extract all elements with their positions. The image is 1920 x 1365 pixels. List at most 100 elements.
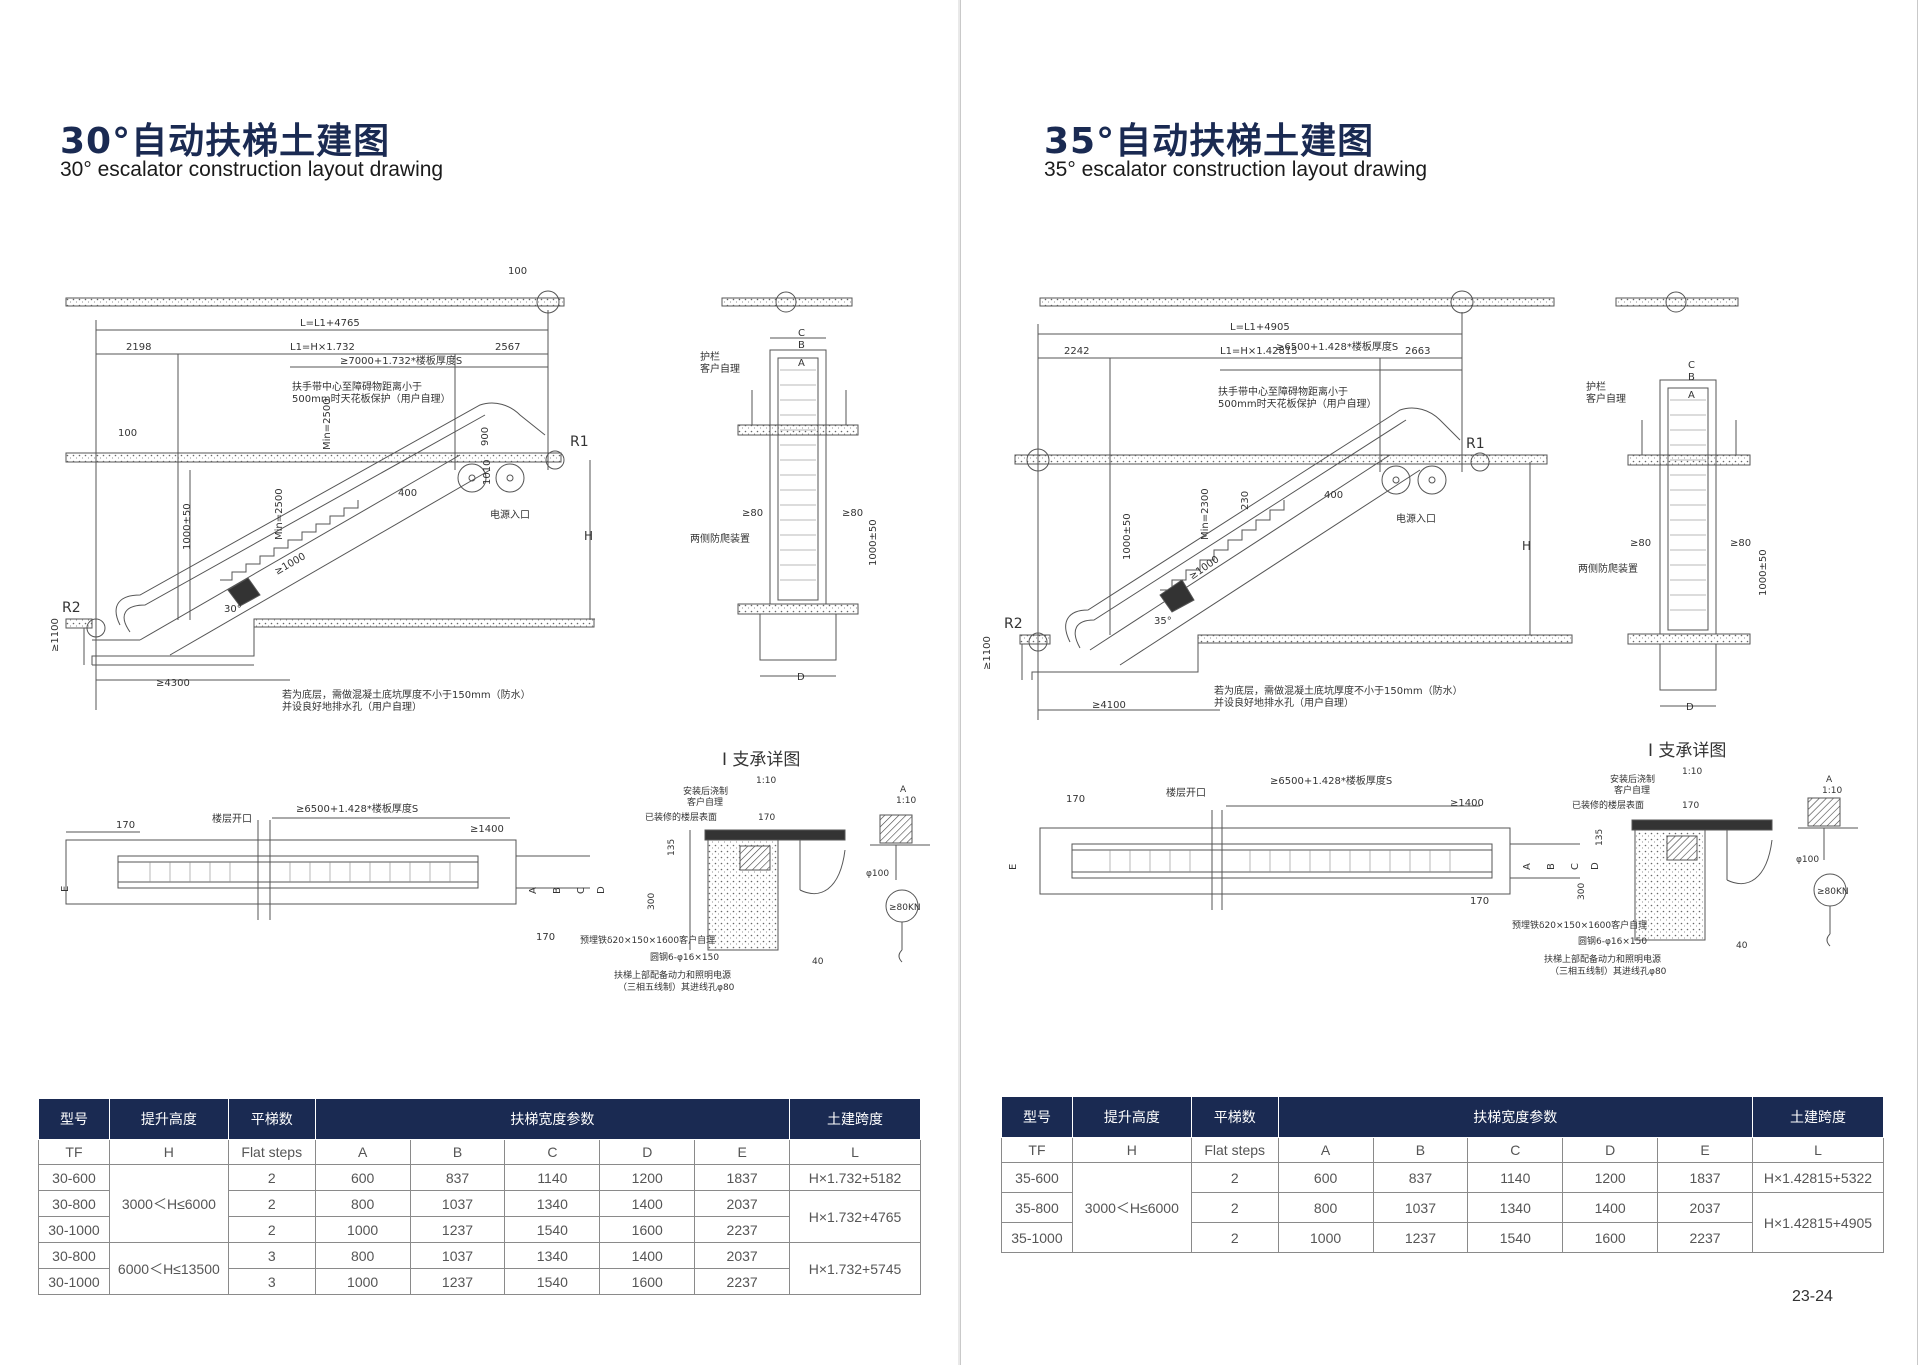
right-detailA-scale: 1:10	[1822, 786, 1842, 796]
left-cell-c: 1340	[504, 1242, 601, 1269]
left-cell-rise-group-1: 3000＜H≤6000	[108, 1164, 229, 1243]
right-sec-ge80a: ≥80	[1630, 538, 1651, 549]
right-support-power-2: （三相五线制）其进线孔φ80	[1550, 965, 1667, 977]
right-drawing: L=L1+4905 2242 L1=H×1.42815 2663 ≥6500+1…	[982, 290, 1858, 977]
left-title-en: 30° escalator construction layout drawin…	[60, 158, 444, 181]
right-sec-C: C	[1688, 360, 1695, 371]
left-cell-span-2: H×1.732+4765	[789, 1190, 921, 1243]
right-title-cn: 35°自动扶梯土建图	[1044, 121, 1375, 162]
left-th-model: 型号	[38, 1098, 110, 1140]
left-cell-d: 1600	[599, 1216, 696, 1243]
left-cell-c: 1540	[504, 1268, 601, 1295]
left-cell-d: 1400	[599, 1242, 696, 1269]
right-sec-B: B	[1688, 372, 1695, 383]
table-row: 30-800 6000＜H≤13500 3 800 1037 1340 1400…	[38, 1242, 921, 1295]
left-cell-c: 1540	[504, 1216, 601, 1243]
left-support-power-1: 扶梯上部配备动力和照明电源	[614, 969, 731, 981]
right-detailA-phi100: φ100	[1796, 855, 1819, 865]
table-row: 35-800 2 800 1037 1340 1400 2037 H×1.428…	[1001, 1192, 1885, 1253]
left-cell-a: 1000	[314, 1268, 411, 1295]
table-row: 35-1000 2 1000 1237 1540 1600 2237	[1001, 1222, 1884, 1253]
left-support-steel: 圆钢6-φ16×150	[650, 951, 719, 963]
right-th-width-params: 扶梯宽度参数	[1277, 1096, 1753, 1138]
right-dim-230: 230	[1240, 491, 1251, 510]
right-cell-rise-group-1: 3000＜H≤6000	[1071, 1162, 1192, 1253]
right-cell-model: 35-1000	[1001, 1222, 1073, 1253]
left-support-scale: 1:10	[756, 776, 776, 786]
left-label-power: 电源入口	[490, 508, 530, 521]
right-cell-span-2: H×1.42815+4905	[1751, 1192, 1885, 1253]
right-support-install2: 客户自理	[1614, 784, 1650, 796]
left-sec-guard2: 客户自理	[700, 362, 740, 375]
left-drawing: 100 L=L1+4765 2198 L1=H×1.732 2567 ≥7000…	[50, 266, 930, 993]
left-sub-d: D	[599, 1139, 696, 1165]
left-th-span: 土建跨度	[789, 1098, 921, 1140]
right-plan-D: D	[1590, 862, 1601, 870]
left-plan-E: E	[60, 886, 71, 892]
right-sec-ge80b: ≥80	[1730, 538, 1751, 549]
left-cell-d: 1200	[599, 1164, 696, 1191]
right-sub-d: D	[1562, 1137, 1659, 1163]
right-cell-b: 1037	[1372, 1192, 1469, 1223]
left-sec-A: A	[798, 358, 805, 369]
left-dim-2198: 2198	[126, 342, 151, 353]
left-sub-h: H	[108, 1139, 229, 1165]
left-support-300: 300	[647, 893, 657, 910]
left-sub-flat: Flat steps	[227, 1139, 316, 1165]
left-th-rise: 提升高度	[108, 1098, 229, 1140]
left-plan-C: C	[576, 887, 587, 894]
right-sec-A: A	[1688, 390, 1695, 401]
left-sec-C: C	[798, 328, 805, 339]
left-cell-b: 1037	[409, 1190, 506, 1217]
left-dim-1010: 1010	[482, 460, 493, 485]
left-plan-170: 170	[116, 820, 135, 831]
page-number: 23-24	[1792, 1288, 1833, 1305]
left-sub-b: B	[409, 1139, 506, 1165]
right-cell-b: 837	[1372, 1162, 1469, 1193]
left-dim-400: 400	[398, 488, 417, 499]
right-support-title: I 支承详图	[1648, 741, 1726, 761]
left-sec-guard: 护栏	[700, 350, 720, 363]
left-sub-c: C	[504, 1139, 601, 1165]
left-cell-b: 1037	[409, 1242, 506, 1269]
right-detailA-label: A	[1826, 775, 1833, 785]
right-cell-flat: 2	[1190, 1222, 1279, 1253]
left-cell-e: 2237	[694, 1216, 791, 1243]
left-th-width-params: 扶梯宽度参数	[314, 1098, 791, 1140]
left-dim-H: H	[584, 529, 593, 543]
left-sub-tf: TF	[38, 1139, 110, 1165]
spread-gutter	[958, 0, 960, 1365]
right-sub-c: C	[1467, 1137, 1564, 1163]
left-cell-model: 30-800	[38, 1242, 110, 1269]
left-cell-flat: 2	[227, 1216, 316, 1243]
left-cell-span-1: H×1.732+5182	[789, 1164, 921, 1191]
left-support-finished: 已装修的楼层表面	[645, 811, 717, 823]
left-cell-d: 1600	[599, 1268, 696, 1295]
left-dim-900: 900	[480, 427, 491, 446]
right-support-power-1: 扶梯上部配备动力和照明电源	[1544, 953, 1661, 965]
right-cell-a: 600	[1277, 1162, 1374, 1193]
left-spec-table: 型号 提升高度 平梯数 扶梯宽度参数 土建跨度 TF H Flat steps …	[38, 1098, 921, 1295]
right-dim-L1: L1=H×1.42815	[1220, 346, 1298, 357]
right-th-model: 型号	[1001, 1096, 1073, 1138]
left-note-handrail-1: 扶手带中心至障碍物距离小于	[292, 380, 422, 393]
right-dim-2663: 2663	[1405, 346, 1430, 357]
right-plan-170b: 170	[1470, 896, 1489, 907]
right-pit-note-2: 并设良好地排水孔（用户自理）	[1214, 696, 1354, 709]
right-cell-a: 1000	[1277, 1222, 1374, 1253]
left-support-embed: 预埋铁δ20×150×1600客户自理	[580, 934, 715, 946]
right-sec-guard2: 客户自理	[1586, 392, 1626, 405]
right-note-handrail-2: 500mm时天花板保护（用户自理）	[1218, 397, 1377, 410]
left-dim-4300: ≥4300	[156, 678, 190, 689]
right-sub-a: A	[1277, 1137, 1374, 1163]
left-cell-b: 1237	[409, 1268, 506, 1295]
left-dim-min2500: Min=2500	[274, 488, 285, 540]
right-dim-L: L=L1+4905	[1230, 322, 1290, 333]
left-support-power-2: （三相五线制）其进线孔φ80	[618, 981, 735, 993]
right-sub-b: B	[1372, 1137, 1469, 1163]
left-cell-c: 1340	[504, 1190, 601, 1217]
left-cell-flat: 3	[227, 1242, 316, 1269]
left-cell-a: 800	[314, 1242, 411, 1269]
left-detailA-80kn: ≥80KN	[889, 903, 921, 913]
left-cell-e: 1837	[694, 1164, 791, 1191]
